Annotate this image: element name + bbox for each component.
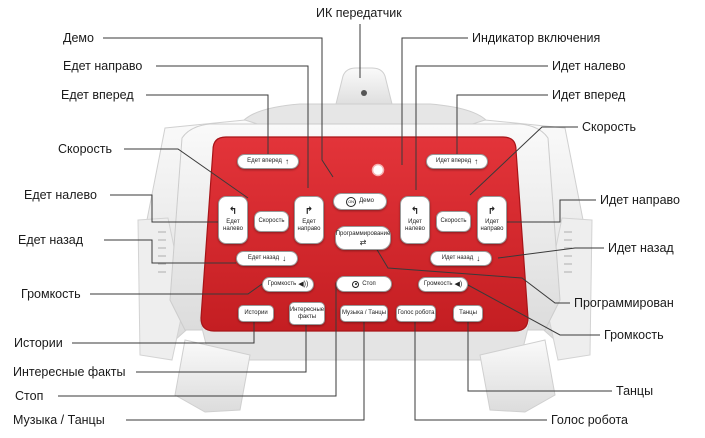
- volume-down-label: Громкость: [423, 281, 453, 287]
- music-dances-label: Музыка / Танцы: [341, 310, 387, 316]
- callout-music-dances: Музыка / Танцы: [13, 413, 105, 427]
- interesting-facts-button[interactable]: Интересные факты: [289, 302, 325, 325]
- callout-interesting-facts: Интересные факты: [13, 365, 126, 379]
- callout-drives-right: Едет направо: [63, 59, 143, 73]
- volume-up-label: Громкость: [267, 281, 297, 287]
- arrow-up-icon: ↑: [284, 157, 289, 166]
- dances-button[interactable]: Танцы: [453, 305, 483, 322]
- speed-right-button[interactable]: Скорость: [436, 211, 471, 232]
- stop-button[interactable]: Стоп: [336, 276, 392, 292]
- callout-stories: Истории: [14, 336, 63, 350]
- walk-forward-button[interactable]: Идет вперед ↑: [426, 154, 488, 169]
- drive-right-label: Едет направо: [297, 219, 321, 232]
- volume-down-icon: ◀): [454, 281, 463, 288]
- volume-up-icon: ◀)): [298, 281, 309, 288]
- callout-speed-right: Скорость: [582, 120, 636, 134]
- demo-on-icon: ON: [346, 196, 357, 207]
- speed-right-label: Скорость: [440, 218, 467, 224]
- power-indicator-led: [371, 163, 385, 177]
- programming-button[interactable]: Программирование ⇄: [335, 226, 391, 250]
- program-loop-icon: ⇄: [359, 237, 367, 247]
- arrow-up-icon: ↑: [474, 157, 479, 166]
- demo-label: Демо: [359, 198, 374, 204]
- callout-drives-left: Едет налево: [24, 188, 97, 202]
- turn-right-icon: ↱: [487, 206, 497, 217]
- callout-drives-forward: Едет вперед: [61, 88, 134, 102]
- drive-left-button[interactable]: ↰ Едет налево: [218, 196, 248, 244]
- walk-left-label: Идет налево: [405, 219, 425, 232]
- programming-label: Программирование: [335, 230, 391, 237]
- callout-ir-transmitter: ИК передатчик: [316, 6, 402, 20]
- drive-left-label: Едет налево: [223, 219, 243, 232]
- callout-volume-left: Громкость: [21, 287, 81, 301]
- interesting-facts-label: Интересные факты: [289, 306, 325, 320]
- callout-drives-back: Едет назад: [18, 233, 84, 247]
- volume-up-button[interactable]: Громкость ◀)): [262, 277, 314, 292]
- demo-button[interactable]: ON Демо: [333, 193, 387, 210]
- walk-right-label: Идет направо: [480, 219, 504, 232]
- callout-walks-left: Идет налево: [552, 59, 626, 73]
- volume-down-button[interactable]: Громкость ◀): [418, 277, 468, 292]
- drive-back-label: Едет назад: [247, 255, 280, 261]
- callout-walks-back: Идет назад: [608, 241, 674, 255]
- drive-forward-label: Едет вперед: [247, 158, 282, 164]
- drive-right-button[interactable]: ↱ Едет направо: [294, 196, 324, 244]
- arrow-down-icon: ↓: [476, 254, 481, 263]
- stop-icon: [352, 280, 360, 288]
- arrow-down-icon: ↓: [282, 254, 287, 263]
- callout-stop: Стоп: [15, 389, 44, 403]
- callout-walks-forward: Идет вперед: [552, 88, 626, 102]
- walk-forward-label: Идет вперед: [435, 158, 472, 164]
- turn-right-icon: ↱: [304, 206, 314, 217]
- turn-left-icon: ↰: [410, 206, 420, 217]
- speed-left-label: Скорость: [258, 218, 285, 224]
- robot-voice-button[interactable]: Голос робота: [396, 305, 436, 322]
- callout-robot-voice: Голос робота: [551, 413, 628, 427]
- callout-demo: Демо: [63, 31, 94, 45]
- stories-button[interactable]: Истории: [238, 305, 274, 322]
- speed-left-button[interactable]: Скорость: [254, 211, 289, 232]
- walk-right-button[interactable]: ↱ Идет направо: [477, 196, 507, 244]
- dances-label: Танцы: [459, 310, 477, 316]
- robot-voice-label: Голос робота: [397, 310, 435, 316]
- music-dances-button[interactable]: Музыка / Танцы: [340, 305, 388, 322]
- drive-back-button[interactable]: Едет назад ↓: [236, 251, 298, 266]
- callout-programming: Программирован: [574, 296, 674, 310]
- drive-forward-button[interactable]: Едет вперед ↑: [237, 154, 299, 169]
- callout-walks-right: Идет направо: [600, 193, 680, 207]
- stories-label: Истории: [244, 310, 268, 316]
- callout-speed-left: Скорость: [58, 142, 112, 156]
- callout-volume-right: Громкость: [604, 328, 664, 342]
- walk-back-label: Идет назад: [441, 255, 474, 261]
- stop-label: Стоп: [362, 280, 376, 287]
- walk-back-button[interactable]: Идет назад ↓: [430, 251, 492, 266]
- walk-left-button[interactable]: ↰ Идет налево: [400, 196, 430, 244]
- callout-dances: Танцы: [616, 384, 654, 398]
- turn-left-icon: ↰: [228, 206, 238, 217]
- callout-power-indicator: Индикатор включения: [472, 31, 601, 45]
